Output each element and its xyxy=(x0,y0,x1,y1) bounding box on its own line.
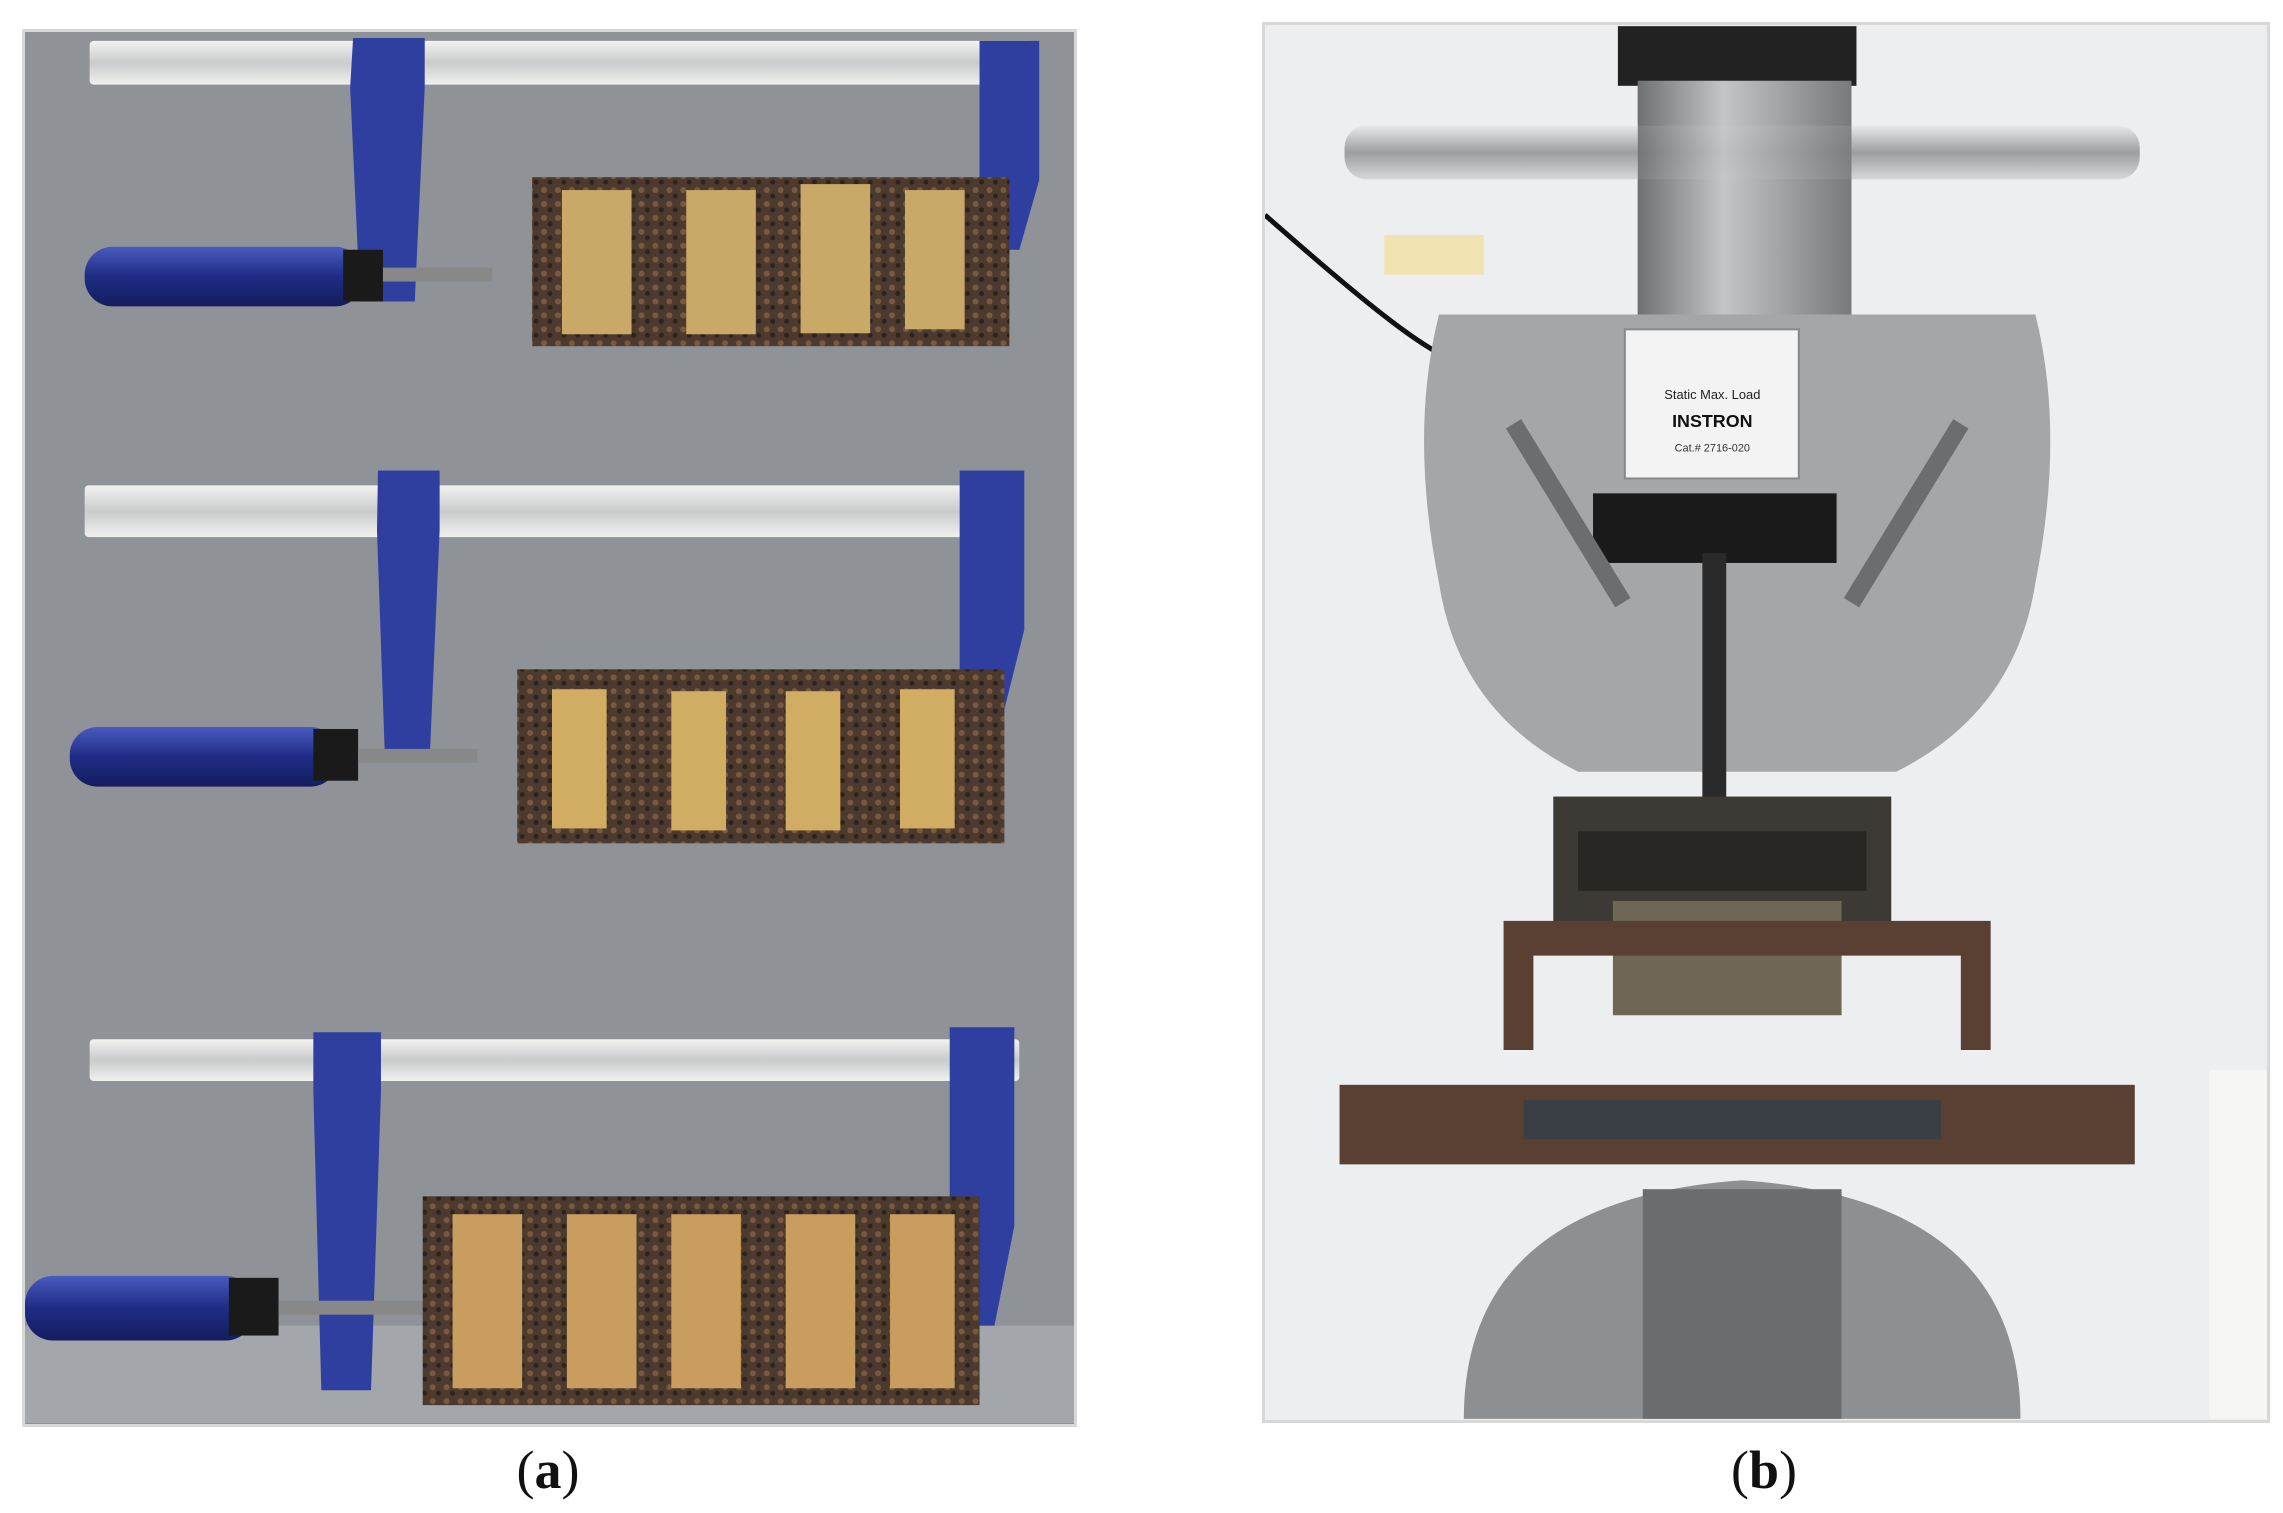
photo-panel-b: Static Max. Load INSTRON Cat.# 2716-020 xyxy=(1262,22,2270,1423)
caption-a: (a) xyxy=(516,1440,580,1500)
specimen-stack-2 xyxy=(517,669,1005,844)
caption-b: (b) xyxy=(1730,1440,1797,1500)
test-machine-photo: Static Max. Load INSTRON Cat.# 2716-020 xyxy=(1265,26,2267,1419)
plate-line2: Cat.# 2716-020 xyxy=(1675,443,1750,455)
shear-rig xyxy=(1339,796,2135,1165)
specimen-stack-3 xyxy=(422,1196,980,1406)
plate-brand: INSTRON xyxy=(1672,411,1752,431)
clamp-1 xyxy=(84,37,1040,347)
clamp-3 xyxy=(25,1027,1020,1406)
instron-plate xyxy=(1623,328,1800,480)
clamped-specimens-photo xyxy=(25,32,1074,1424)
clamp-2 xyxy=(69,470,1025,844)
caption-b-label: b xyxy=(1748,1440,1780,1500)
specimen-stack-1 xyxy=(532,177,1010,347)
photo-panel-a xyxy=(22,29,1077,1427)
caption-a-label: a xyxy=(534,1440,562,1500)
plate-line1: Static Max. Load xyxy=(1664,387,1760,402)
